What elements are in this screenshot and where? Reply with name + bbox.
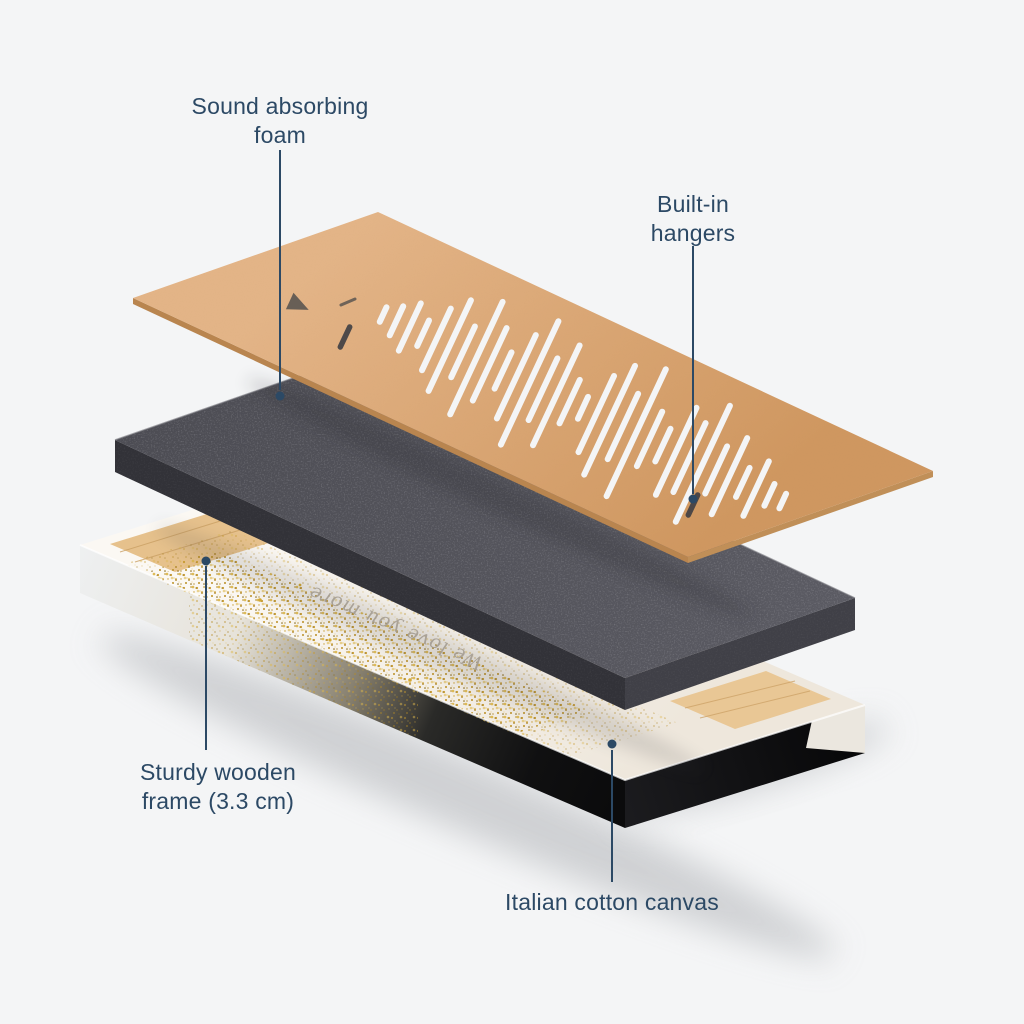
soundwave-bar-cutout (670, 420, 709, 495)
backboard-side-front (688, 471, 933, 563)
soundwave-bar-cutout (575, 373, 617, 456)
soundwave-bar-cutout (633, 408, 666, 470)
soundwave-bar-cutout (776, 490, 790, 512)
leader-line-hangers (692, 246, 694, 494)
soundwave-bar-cutout (702, 443, 731, 497)
soundwave-bar-cutout (425, 297, 474, 394)
label-sound-absorbing-foam: Sound absorbing foam (192, 92, 369, 151)
label-line: hangers (650, 220, 736, 247)
leader-line-canvas (611, 750, 613, 882)
pointer-dot-foam (275, 391, 285, 401)
soundwave-bar-cutout (386, 303, 407, 339)
soundwave-bar-cutout (525, 355, 561, 423)
label-line: Sound absorbing (191, 93, 369, 119)
soundwave-bar-cutout (581, 362, 638, 478)
soundwave-bar-cutout (530, 342, 583, 449)
soundwave-bar-cutout (761, 481, 778, 509)
leader-line-frame (205, 566, 207, 750)
label-wooden-frame: Sturdy wooden frame (3.3 cm) (140, 758, 296, 817)
soundwave-bar-cutout (652, 425, 674, 465)
soundwave-bar-cutout (604, 390, 642, 463)
soundwave-bar-cutout (419, 305, 454, 374)
soundwave-bar-cutout (497, 318, 562, 448)
soundwave-bar-cutout (469, 325, 510, 404)
soundwave-bar-cutout (376, 304, 390, 325)
soundwave-bar-cutout (493, 332, 539, 422)
backboard-side-left (133, 298, 688, 563)
soundwave-bar-cutout (740, 458, 772, 519)
soundwave-bar-cutout (556, 376, 583, 427)
soundwave-bar-cutout (414, 317, 432, 349)
label-line: Italian cotton canvas (505, 889, 719, 915)
canvas-fold-highlight (79, 544, 866, 782)
soundwave-bar-cutout (733, 464, 753, 500)
wood-grain-patch-right (670, 671, 831, 729)
label-line: Built-in (657, 191, 729, 217)
soundwave-bar-cutout (447, 298, 506, 418)
soundwave-bar-cutout (491, 349, 515, 392)
play-icon (285, 292, 309, 310)
soundwave-bar-cutout (672, 402, 733, 525)
label-line: foam (254, 122, 306, 149)
leader-line-foam (279, 150, 281, 390)
label-line: Sturdy wooden (139, 759, 297, 785)
pointer-dot-hangers (688, 494, 698, 504)
glitter-band-side (189, 592, 418, 739)
soundwave-cutouts (376, 297, 790, 525)
label-line: frame (3.3 cm) (141, 788, 295, 815)
canvas-side-front (625, 705, 865, 828)
hanger-slot (337, 324, 353, 350)
pointer-dot-canvas (607, 739, 617, 749)
soundwave-bar-cutout (652, 404, 700, 498)
engraved-dash (339, 297, 357, 307)
soundwave-bar-cutout (708, 435, 751, 518)
foam-shadow (155, 524, 705, 772)
soundwave-bar-cutout (448, 323, 478, 381)
label-built-in-hangers: Built-in hangers (651, 190, 736, 249)
pointer-dot-frame (201, 556, 211, 566)
backboard-shadow (246, 378, 754, 618)
soundwave-bar-cutout (603, 366, 669, 500)
soundwave-bar-cutout (395, 300, 424, 354)
label-cotton-canvas: Italian cotton canvas (505, 888, 719, 917)
soundwave-bar-cutout (574, 393, 591, 422)
